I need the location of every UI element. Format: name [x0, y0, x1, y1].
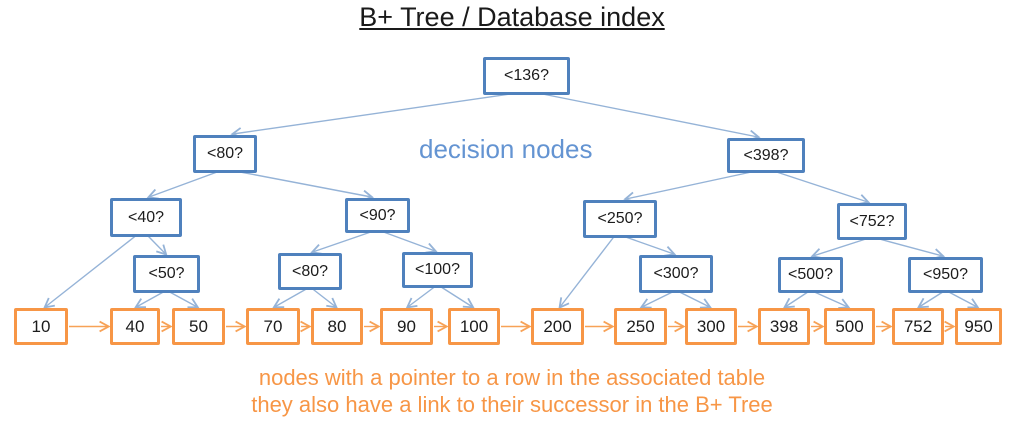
- edge-n80b-l70: [272, 288, 307, 309]
- leaf-node-500: 500: [824, 308, 875, 345]
- edge-n80a-n40: [146, 171, 218, 200]
- leaf-node-200: 200: [531, 308, 584, 345]
- leaf-node-90: 90: [380, 308, 433, 345]
- decision-node-752: <752?: [837, 203, 907, 240]
- page-title-text: B+ Tree / Database index: [359, 2, 665, 32]
- leaf-node-70: 70: [246, 308, 300, 345]
- leaf-node-398: 398: [758, 308, 810, 345]
- edge-n250-n300: [625, 236, 677, 257]
- leaf-node-950: 950: [955, 308, 1002, 345]
- decision-node-250: <250?: [583, 200, 657, 238]
- edge-n950-l950: [948, 291, 980, 309]
- leaf-nodes-annotation: nodes with a pointer to a row in the ass…: [0, 364, 1024, 418]
- decision-node-80: <80?: [278, 253, 342, 290]
- leaf-node-10: 10: [14, 308, 68, 345]
- edge-n500-l500: [814, 291, 851, 309]
- edge-n300-l250: [639, 291, 673, 309]
- decision-node-80: <80?: [193, 135, 257, 173]
- edge-n90-n100: [383, 231, 438, 254]
- decision-node-500: <500?: [778, 257, 843, 293]
- leaf-node-752: 752: [892, 308, 944, 345]
- decision-node-300: <300?: [639, 255, 713, 293]
- decision-node-50: <50?: [133, 255, 200, 293]
- leaf-node-100: 100: [448, 308, 500, 345]
- edge-n950-l752: [916, 291, 944, 309]
- edge-n752-n500: [810, 238, 867, 259]
- edge-n136-n80a: [230, 93, 511, 139]
- decision-node-136: <136?: [483, 57, 570, 95]
- decision-nodes-label: decision nodes: [419, 134, 593, 164]
- edge-n398-n752: [776, 171, 871, 205]
- edge-n80b-l80: [312, 288, 338, 309]
- edge-n752-n950: [879, 238, 946, 260]
- leaf-node-250: 250: [614, 308, 667, 345]
- edge-n80a-n90: [240, 171, 374, 202]
- edge-n100-l100: [440, 286, 475, 309]
- leaf-annotation-line1: nodes with a pointer to a row in the ass…: [258, 365, 766, 390]
- edge-n100-l90: [405, 286, 435, 309]
- edge-n300-l300: [679, 291, 712, 309]
- decision-node-950: <950?: [908, 257, 983, 293]
- decision-node-100: <100?: [402, 252, 473, 288]
- page-title: B+ Tree / Database index: [0, 2, 1024, 33]
- leaf-node-300: 300: [685, 308, 737, 345]
- leaf-node-50: 50: [172, 308, 225, 345]
- leaf-node-80: 80: [311, 308, 363, 345]
- edge-n90-n80b: [310, 231, 371, 255]
- edge-n50-l50: [169, 291, 200, 309]
- decision-node-90: <90?: [345, 198, 410, 233]
- edge-n40-l10: [43, 235, 136, 309]
- edge-n398-n250: [623, 171, 752, 203]
- edge-n250-l200: [558, 236, 615, 310]
- edge-n50-l40: [133, 291, 164, 309]
- decision-node-398: <398?: [727, 138, 805, 173]
- decision-node-40: <40?: [110, 198, 182, 237]
- edge-n136-n398: [542, 93, 761, 142]
- leaf-annotation-line2: they also have a link to their successor…: [251, 392, 773, 417]
- leaf-node-40: 40: [110, 308, 160, 345]
- edge-n40-n50: [147, 235, 168, 256]
- edge-n500-l398: [782, 291, 809, 309]
